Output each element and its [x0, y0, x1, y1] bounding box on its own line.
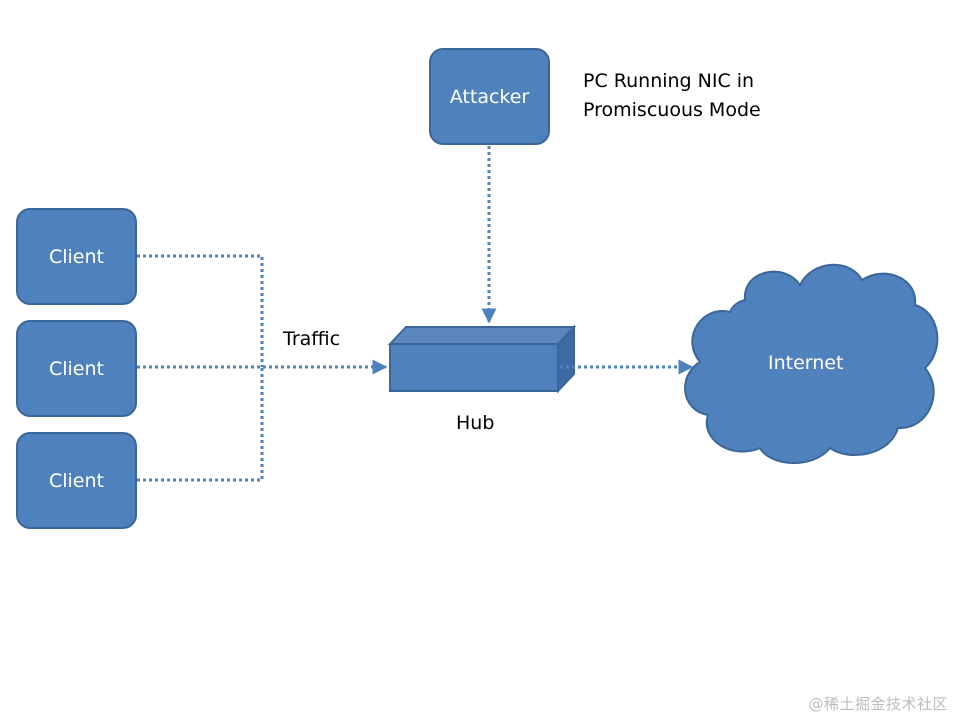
client-1-line	[137, 254, 264, 367]
watermark: @稀土掘金技术社区	[808, 695, 948, 713]
attacker-description: PC Running NIC in Promiscuous Mode	[583, 67, 761, 125]
client-node-2: Client	[16, 320, 137, 417]
attacker-label: Attacker	[449, 85, 530, 108]
client-node-1: Client	[16, 208, 137, 305]
hub-label: Hub	[456, 412, 495, 434]
hub-device	[387, 324, 577, 394]
traffic-label: Traffic	[283, 328, 341, 350]
internet-label: Internet	[768, 352, 844, 374]
client-label: Client	[48, 245, 104, 268]
client-label: Client	[48, 357, 104, 380]
attacker-description-line-1: PC Running NIC in	[583, 70, 755, 92]
attacker-description-line-2: Promiscuous Mode	[583, 99, 761, 121]
client-3-line	[137, 367, 264, 482]
client-label: Client	[48, 469, 104, 492]
client-node-3: Client	[16, 432, 137, 529]
internet-cloud-shape	[684, 263, 939, 464]
attacker-node: Attacker	[429, 48, 550, 145]
